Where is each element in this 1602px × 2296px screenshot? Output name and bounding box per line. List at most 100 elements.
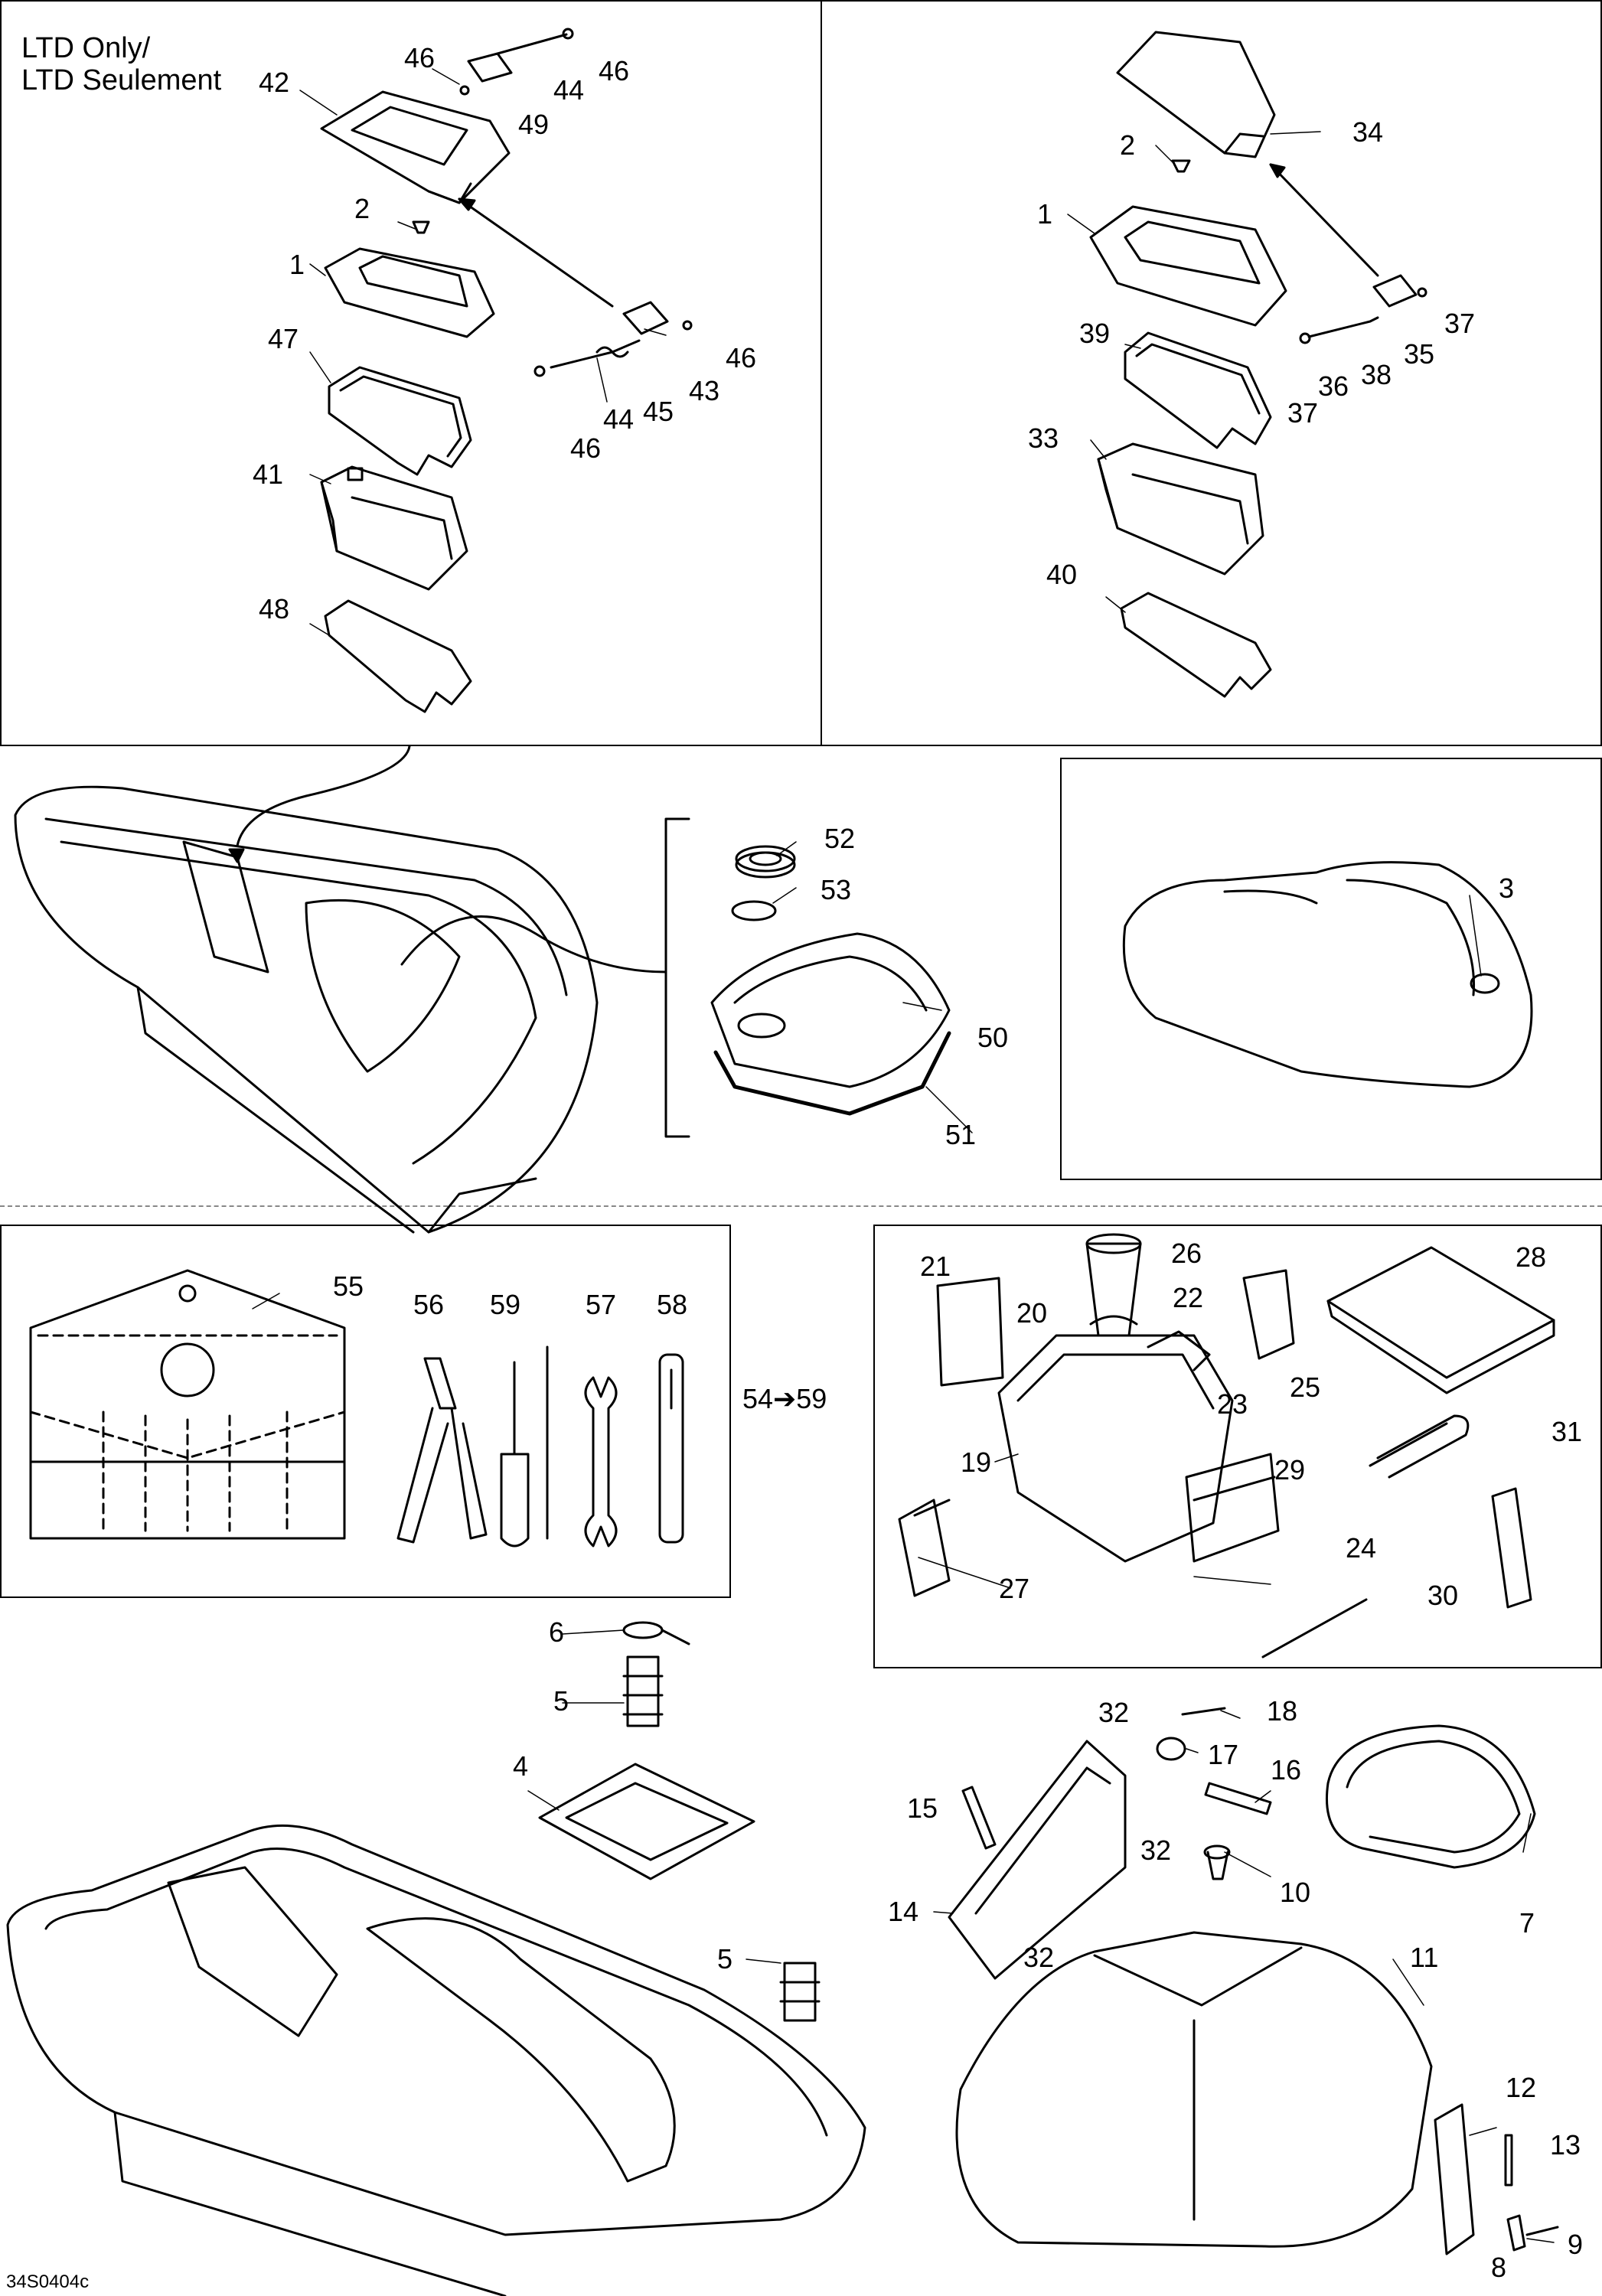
pliers-part-56 [396, 1357, 488, 1544]
strap-part-31 [1369, 1414, 1470, 1479]
storage-tray-part-50 [710, 932, 951, 1088]
callout-52: 52 [824, 823, 856, 854]
gasket-part-39 [1124, 331, 1272, 449]
ltd-bin-part-41 [320, 465, 468, 591]
callout-10: 10 [1280, 1877, 1311, 1908]
ltd-arrow-line [458, 197, 614, 308]
bracket [664, 817, 690, 1138]
callout-37b: 37 [1287, 397, 1319, 429]
callout-1a: 1 [289, 249, 305, 280]
callout-32c: 32 [1023, 1942, 1055, 1973]
callout-40: 40 [1046, 559, 1078, 590]
callout-38: 38 [1361, 359, 1392, 390]
callout-17: 17 [1208, 1739, 1239, 1770]
accessory-panel [873, 1225, 1602, 1668]
leader-line [236, 745, 411, 847]
callout-29: 29 [1274, 1454, 1306, 1486]
callout-57: 57 [586, 1289, 617, 1320]
callout-21: 21 [920, 1251, 951, 1282]
range-end: 59 [796, 1383, 827, 1414]
cap-part-52 [735, 845, 796, 879]
bracket-part-23 [1147, 1330, 1211, 1371]
range-start: 54 [742, 1383, 774, 1414]
block-part-27 [898, 1499, 951, 1597]
watercraft-cover-part-3 [1122, 861, 1533, 1088]
callout-51: 51 [945, 1119, 977, 1150]
disk-part-17 [1156, 1737, 1186, 1761]
fitting-part-5-bottom [779, 1962, 821, 2022]
callout-30: 30 [1427, 1580, 1459, 1611]
ltd-lid-part-42 [320, 90, 511, 204]
header-line-2: LTD Seulement [21, 64, 222, 96]
callout-19: 19 [961, 1446, 992, 1478]
section-divider [0, 1205, 1602, 1207]
callout-23: 23 [1217, 1388, 1248, 1420]
clip-part-22 [1089, 1315, 1138, 1326]
callout-42: 42 [259, 67, 290, 98]
seal-part-40 [1120, 592, 1272, 698]
plug-part-10 [1203, 1844, 1231, 1880]
arrow-icon: ➔ [773, 1383, 797, 1414]
fitting-part-5-top [622, 1655, 664, 1727]
handle-part-16 [1204, 1782, 1272, 1815]
callout-34: 34 [1352, 116, 1384, 148]
callout-4: 4 [513, 1750, 529, 1782]
callout-25: 25 [1290, 1371, 1321, 1403]
wrench-part-57 [584, 1376, 618, 1548]
callout-46b: 46 [599, 55, 630, 86]
bin-part-33 [1097, 442, 1264, 576]
callout-1b: 1 [1037, 198, 1053, 230]
callout-41: 41 [253, 458, 284, 490]
bin-part-19 [997, 1334, 1234, 1563]
ltd-latch-part-43 [533, 301, 693, 377]
callout-59: 59 [490, 1289, 521, 1320]
mat-part-28 [1326, 1246, 1555, 1394]
rod-part-24 [1261, 1598, 1368, 1658]
callout-39: 39 [1079, 318, 1111, 349]
socket-wrench-part-58 [658, 1353, 684, 1544]
callout-36: 36 [1318, 370, 1349, 402]
ltd-only-header: LTD Only/ LTD Seulement [21, 32, 221, 96]
plate-part-20 [936, 1277, 1004, 1387]
seal-part-7 [1326, 1724, 1536, 1869]
watercraft-hull-top [14, 785, 599, 1234]
callout-5a: 5 [553, 1685, 569, 1717]
callout-11: 11 [1410, 1942, 1439, 1973]
callout-32b: 32 [1140, 1835, 1172, 1866]
callout-55: 55 [333, 1270, 364, 1302]
callout-8: 8 [1491, 2252, 1507, 2283]
callout-32a: 32 [1098, 1697, 1130, 1728]
latch-part-35 [1299, 274, 1427, 344]
callout-50: 50 [977, 1022, 1009, 1053]
arrow-line [1269, 163, 1379, 277]
screwdriver-part-59 [500, 1345, 549, 1548]
callout-16: 16 [1271, 1754, 1302, 1786]
callout-12: 12 [1506, 2072, 1537, 2103]
tool-pouch-part-55 [29, 1269, 346, 1540]
callout-leaders [252, 68, 1555, 2243]
callout-37a: 37 [1444, 308, 1476, 339]
door-part-12 [1434, 2103, 1475, 2255]
callout-28: 28 [1516, 1241, 1547, 1273]
callout-44b: 44 [603, 403, 635, 435]
ltd-latch-part-49 [459, 28, 574, 96]
screw-part-18 [1181, 1707, 1226, 1716]
strap-part-30 [1491, 1487, 1532, 1609]
callout-5b: 5 [717, 1943, 733, 1975]
pin-part-13 [1504, 2134, 1513, 2187]
ltd-bezel-part-1 [324, 220, 495, 338]
callout-43: 43 [689, 375, 720, 406]
strip-part-15 [961, 1786, 997, 1850]
leader-line-storage [400, 915, 667, 974]
storage-bin-part-11 [955, 1931, 1433, 2248]
callout-27: 27 [999, 1573, 1030, 1604]
callout-46c: 46 [726, 342, 757, 373]
screw-part-9 [1525, 2226, 1559, 2236]
disc-part-53 [731, 900, 777, 921]
callout-20: 20 [1016, 1297, 1048, 1329]
callout-44a: 44 [553, 74, 585, 106]
ltd-gasket-part-47 [328, 366, 472, 476]
callout-45: 45 [643, 396, 674, 427]
callout-46a: 46 [404, 42, 436, 73]
container-part-25 [1242, 1269, 1295, 1360]
